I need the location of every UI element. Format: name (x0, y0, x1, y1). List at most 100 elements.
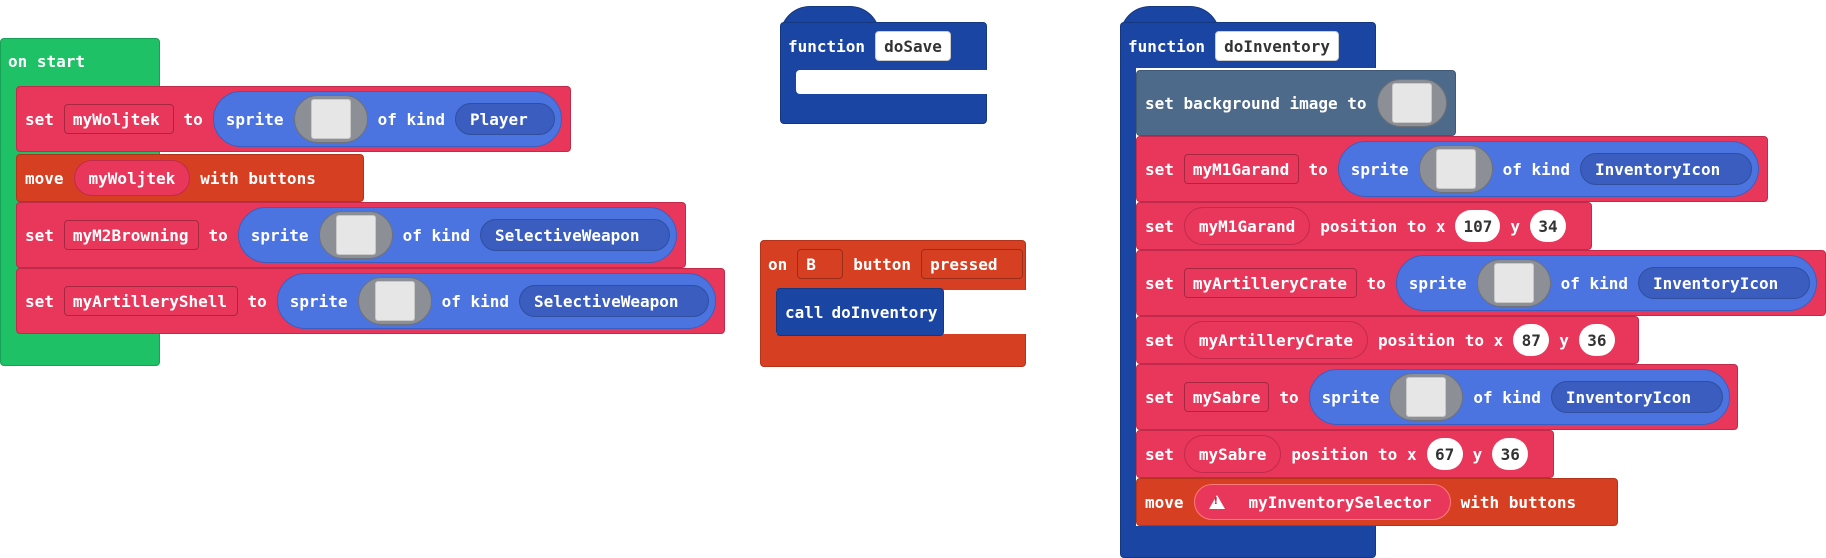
button-dropdown[interactable]: B (797, 249, 844, 279)
set-sprite-block[interactable]: set myM2Browning to sprite of kind Selec… (16, 202, 686, 268)
keyword: y (1472, 444, 1483, 464)
of-kind-label: of kind (441, 291, 509, 311)
move-with-buttons-block[interactable]: move myWoljtek with buttons (16, 154, 364, 202)
image-picker[interactable] (1376, 79, 1447, 127)
keyword: move (1145, 492, 1184, 512)
keyword: y (1510, 216, 1521, 236)
kind-dropdown[interactable]: InventoryIcon (1550, 381, 1723, 413)
sprite-label: sprite (1321, 387, 1380, 407)
keyword: set (25, 291, 54, 311)
y-input[interactable]: 36 (1578, 324, 1615, 356)
keyword: to (208, 225, 228, 245)
variable-dropdown[interactable]: myArtilleryCrate (1183, 268, 1357, 298)
variable-reporter[interactable]: myM1Garand (1183, 207, 1311, 245)
keyword: set (1145, 159, 1174, 179)
move-with-buttons-block[interactable]: move myInventorySelector with buttons (1136, 478, 1618, 526)
image-icon (1435, 149, 1476, 189)
keyword: call (785, 302, 824, 322)
function-name-input[interactable]: doInventory (1215, 31, 1340, 61)
variable-dropdown[interactable]: myM2Browning (63, 220, 199, 250)
on-start-header: on start (8, 52, 86, 71)
kind-dropdown[interactable]: SelectiveWeapon (480, 219, 670, 251)
keyword: with buttons (1460, 492, 1577, 512)
kind-dropdown[interactable]: InventoryIcon (1638, 267, 1810, 299)
image-picker[interactable] (318, 211, 393, 259)
of-kind-label: of kind (1473, 387, 1541, 407)
variable-reporter[interactable]: myArtilleryCrate (1183, 321, 1369, 359)
keyword: to (247, 291, 267, 311)
variable-dropdown[interactable]: mySabre (1183, 382, 1270, 412)
image-icon (335, 215, 376, 255)
set-position-block[interactable]: set myArtilleryCrate position to x 87 y … (1136, 316, 1639, 364)
function-name: doInventory (831, 302, 938, 322)
variable-reporter-with-warning[interactable]: myInventorySelector (1193, 484, 1451, 520)
keyword: set (25, 109, 54, 129)
x-input[interactable]: 67 (1426, 438, 1463, 470)
sprite-reporter[interactable]: sprite of kind SelectiveWeapon (276, 273, 716, 329)
variable-dropdown[interactable]: myM1Garand (1183, 154, 1299, 184)
variable-reporter[interactable]: myWoljtek (73, 160, 191, 196)
variable-name: myInventorySelector (1248, 492, 1432, 512)
y-input[interactable]: 36 (1492, 438, 1529, 470)
function-name-input[interactable]: doSave (875, 31, 951, 61)
sprite-reporter[interactable]: sprite of kind Player (212, 91, 562, 147)
sprite-label: sprite (250, 225, 309, 245)
image-icon (374, 281, 415, 321)
kind-dropdown[interactable]: InventoryIcon (1580, 153, 1752, 185)
set-sprite-block[interactable]: set myWoljtek to sprite of kind Player (16, 86, 571, 152)
set-position-block[interactable]: set myM1Garand position to x 107 y 34 (1136, 202, 1592, 250)
x-input[interactable]: 107 (1455, 210, 1501, 242)
keyword: button (853, 254, 912, 274)
set-sprite-block[interactable]: set myArtilleryShell to sprite of kind S… (16, 268, 725, 334)
keyword: move (25, 168, 64, 188)
image-picker[interactable] (1418, 145, 1493, 193)
image-picker[interactable] (1476, 259, 1551, 307)
keyword: position to x (1320, 216, 1446, 236)
sprite-reporter[interactable]: sprite of kind SelectiveWeapon (237, 207, 677, 263)
sprite-label: sprite (225, 109, 284, 129)
variable-dropdown[interactable]: myArtilleryShell (63, 286, 238, 316)
x-input[interactable]: 87 (1513, 324, 1550, 356)
set-sprite-block[interactable]: set mySabre to sprite of kind InventoryI… (1136, 364, 1738, 430)
keyword: with buttons (200, 168, 316, 188)
kind-dropdown[interactable]: SelectiveWeapon (519, 285, 709, 317)
set-sprite-block[interactable]: set myArtilleryCrate to sprite of kind I… (1136, 250, 1826, 316)
set-position-block[interactable]: set mySabre position to x 67 y 36 (1136, 430, 1554, 478)
function-doinventory-header: function doInventory (1120, 28, 1347, 64)
set-background-image-block[interactable]: set background image to (1136, 70, 1456, 136)
variable-dropdown[interactable]: myWoljtek (63, 104, 174, 134)
image-picker[interactable] (1389, 373, 1464, 421)
keyword: position to x (1291, 444, 1417, 464)
keyword: set (1145, 387, 1174, 407)
y-input[interactable]: 34 (1530, 210, 1567, 242)
image-icon (1406, 377, 1447, 417)
on-button-pressed-header: on B button pressed (760, 245, 1031, 283)
keyword: to (1366, 273, 1386, 293)
image-icon (1391, 83, 1432, 123)
keyword: on (768, 254, 788, 274)
function-keyword: function (1128, 36, 1206, 56)
sprite-reporter[interactable]: sprite of kind InventoryIcon (1337, 141, 1759, 197)
sprite-reporter[interactable]: sprite of kind InventoryIcon (1308, 369, 1730, 425)
function-dosave-slot (796, 70, 987, 94)
variable-reporter[interactable]: mySabre (1183, 435, 1282, 473)
call-function-block[interactable]: call doInventory (776, 288, 944, 336)
keyword: set (1145, 330, 1174, 350)
keyword: position to x (1378, 330, 1504, 350)
keyword: set (1145, 444, 1174, 464)
image-picker[interactable] (357, 277, 432, 325)
sprite-reporter[interactable]: sprite of kind InventoryIcon (1395, 255, 1817, 311)
of-kind-label: of kind (377, 109, 445, 129)
function-dosave-header: function doSave (780, 28, 959, 64)
function-keyword: function (788, 36, 866, 56)
image-picker[interactable] (293, 95, 368, 143)
set-sprite-block[interactable]: set myM1Garand to sprite of kind Invento… (1136, 136, 1768, 202)
kind-dropdown[interactable]: Player (455, 103, 555, 135)
of-kind-label: of kind (1560, 273, 1628, 293)
keyword: set (25, 225, 54, 245)
of-kind-label: of kind (1502, 159, 1570, 179)
keyword: set (1145, 216, 1174, 236)
sprite-label: sprite (1408, 273, 1467, 293)
event-dropdown[interactable]: pressed (921, 249, 1024, 279)
warning-icon (1208, 495, 1225, 509)
